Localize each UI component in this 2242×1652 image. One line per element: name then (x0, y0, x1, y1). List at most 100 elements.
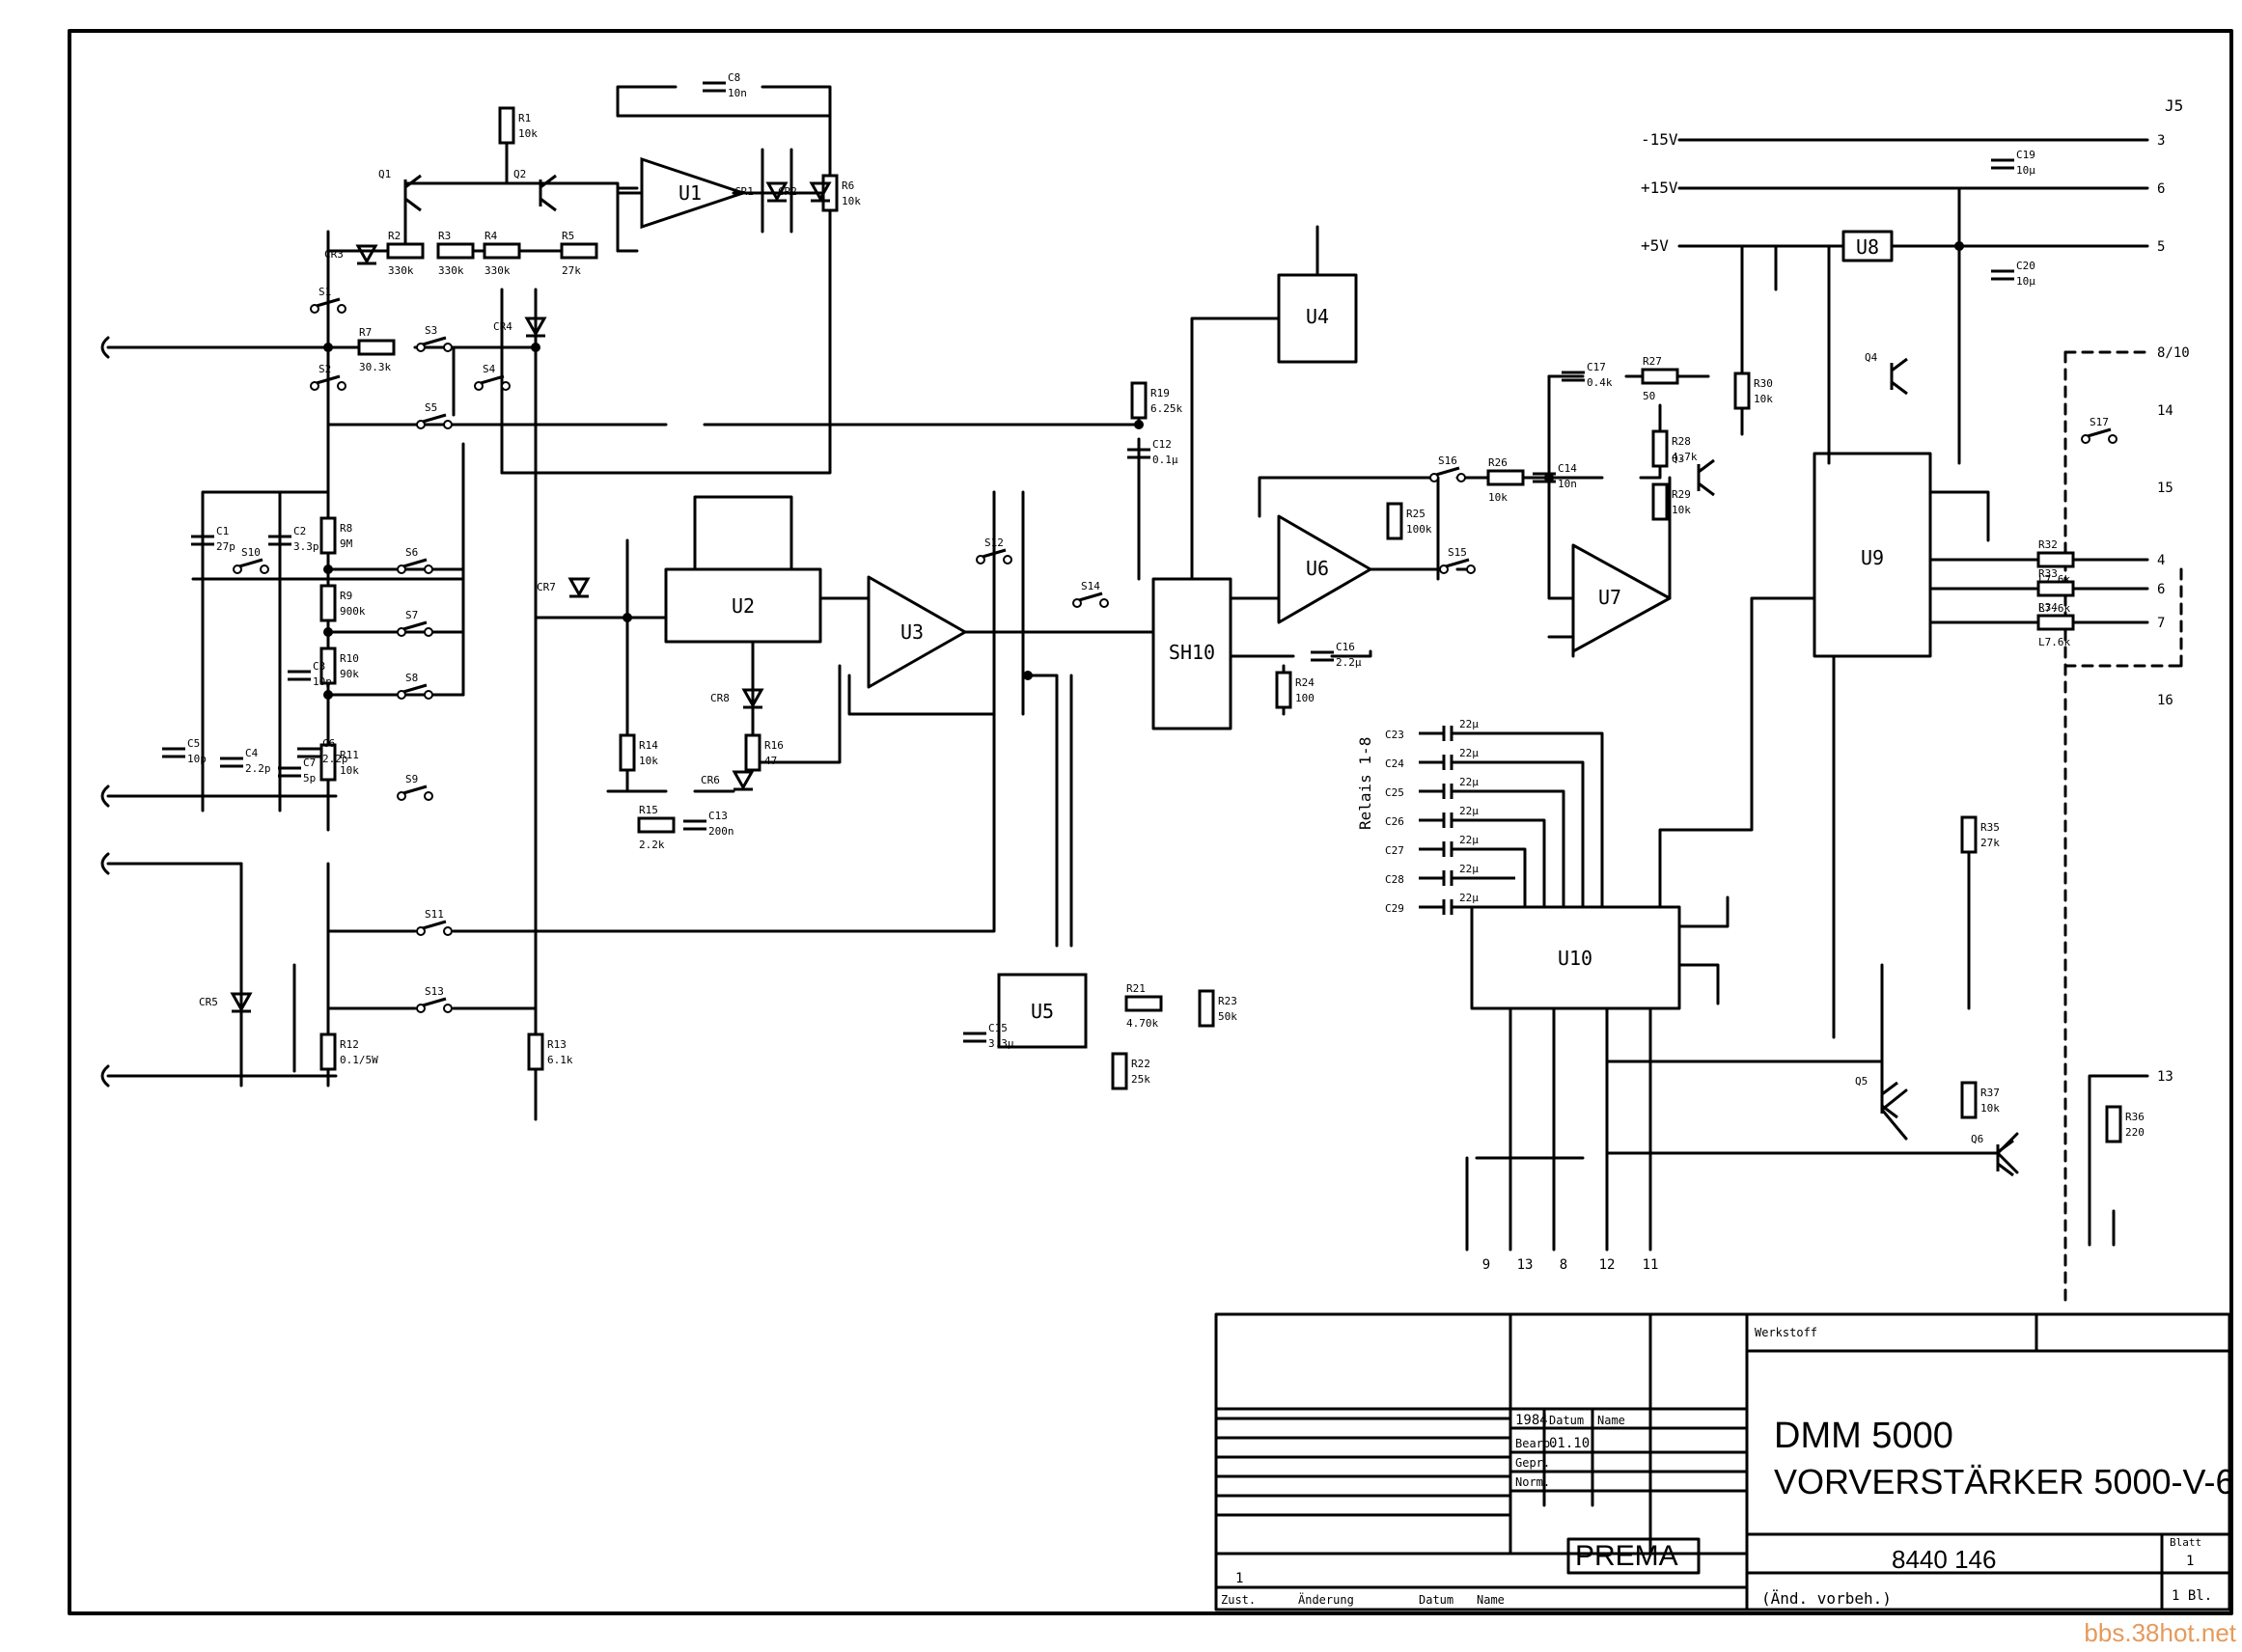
switch-s3: S3 (416, 324, 453, 352)
resistor-ref: R24 (1295, 676, 1315, 689)
resistor-value: 330k (484, 264, 511, 277)
resistor-ref: R3 (438, 230, 451, 242)
switch-s7: S7 (397, 609, 433, 637)
capacitor-value: 2.2p (322, 753, 348, 765)
capacitor-value: 10n (728, 87, 747, 99)
company-logo-text: PREMA (1575, 1540, 1678, 1572)
switch-s14: S14 (1072, 580, 1109, 608)
diode-cr5: CR5 (199, 992, 253, 1013)
transistor-q1: Q1 (378, 168, 422, 212)
diode-cr1: CR1 (734, 181, 789, 203)
relais-label: Relais 1-8 (1356, 737, 1374, 830)
resistor-value: 0.1/5W (340, 1054, 378, 1066)
capacitor-ref: C17 (1587, 361, 1606, 373)
resistor-ref: R30 (1754, 377, 1773, 390)
capacitor-value: 200n (708, 825, 734, 838)
resistor-value: 100k (1406, 523, 1432, 536)
diode-cr7: CR7 (537, 577, 591, 598)
resistor-value: 10k (1754, 393, 1773, 405)
resistor-value: 6.25k (1150, 402, 1182, 415)
ic-label-u1: U1 (678, 181, 702, 205)
switch-ref: S13 (425, 985, 444, 998)
resistor-value: 27k (562, 264, 581, 277)
switch-layer: S1S2S3S4S5S6S7S8S9S10S11S12S13S14S15S16S… (233, 286, 2117, 1013)
resistor-ref: R10 (340, 652, 359, 665)
resistor-ref: R16 (764, 739, 784, 752)
transistor-ref: Q6 (1971, 1133, 1983, 1145)
transistor-q6: Q6 (1971, 1133, 2014, 1177)
resistor-value: 27k (1980, 837, 2000, 849)
capacitor-c4: C42.2p (220, 747, 271, 775)
switch-ref: S3 (425, 324, 437, 337)
resistor-value: 90k (340, 668, 359, 680)
resistor-value: 10k (340, 764, 359, 777)
ic-label-u4: U4 (1306, 305, 1329, 328)
switch-ref: S1 (318, 286, 331, 298)
pin-label: 11 (1643, 1257, 1659, 1273)
resistor-value: 6.1k (547, 1054, 573, 1066)
diode-ref: CR3 (324, 248, 344, 261)
resistor-ref: R15 (639, 804, 658, 816)
resistor-r12: R12 0.1/5W (319, 1032, 378, 1071)
resistor-value: 25k (1131, 1073, 1150, 1086)
rev-footer-datum: Datum (1419, 1593, 1453, 1607)
resistor-ref: R14 (639, 739, 658, 752)
pin-label: 7 (2157, 616, 2165, 631)
ic-label-u2: U2 (732, 594, 755, 618)
switch-ref: S11 (425, 908, 444, 921)
diode-ref: CR4 (493, 320, 512, 333)
switch-s8: S8 (397, 672, 433, 700)
ic-label-u6: U6 (1306, 557, 1329, 580)
connector-label: J5 (2165, 96, 2183, 115)
pin-label: 13 (1517, 1257, 1534, 1273)
ic-label-u8: U8 (1856, 235, 1879, 259)
capacitor-layer: C127pC23.3pC310pC42.2pC510pC62.2pC75pC81… (162, 71, 2035, 1050)
rev-footer-name: Name (1477, 1593, 1505, 1607)
sheet-count: 1 Bl. (2172, 1588, 2212, 1604)
transistor-q4: Q4 (1865, 351, 1908, 396)
ic-label-sh10: SH10 (1169, 641, 1215, 664)
resistor-ref: R29 (1672, 488, 1691, 501)
diode-cr8: CR8 (710, 688, 764, 709)
resistor-value: 220 (2125, 1126, 2145, 1139)
resistor-ref: R12 (340, 1038, 359, 1051)
diode-cr6: CR6 (701, 770, 755, 791)
rev-footer-zust: Zust. (1221, 1593, 1256, 1607)
resistor-ref: R37 (1980, 1087, 2000, 1099)
drawing-number: 8440 146 (1892, 1545, 1996, 1574)
resistor-value: 10k (1672, 504, 1691, 516)
diode-ref: CR5 (199, 996, 218, 1008)
resistor-ref: R33 (2038, 567, 2058, 580)
capacitor-ref: C7 (303, 757, 316, 769)
capacitor-ref: C6 (322, 737, 335, 750)
ic-label-u10: U10 (1558, 947, 1592, 970)
diode-ref: CR1 (734, 185, 754, 198)
title-line-2: VORVERSTÄRKER 5000-V-6 (1774, 1462, 2235, 1501)
capacitor-value: 5p (303, 772, 316, 785)
capacitor-ref: C14 (1558, 462, 1577, 475)
diode-ref: CR7 (537, 581, 556, 593)
ic-label-u7: U7 (1598, 586, 1621, 609)
resistor-ref: R25 (1406, 508, 1425, 520)
resistor-value: L7.6k (2038, 602, 2070, 615)
